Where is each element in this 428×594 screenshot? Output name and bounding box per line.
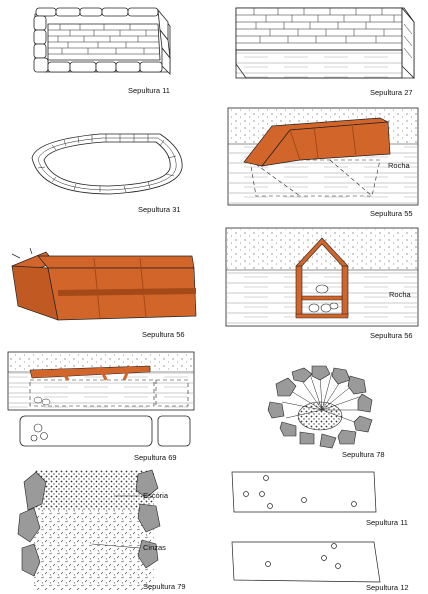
grave-11-stone-cist [33, 7, 171, 75]
grave-78-stone-ring-cremation [267, 365, 373, 449]
caption-sepultura-79: Sepultura 79 [143, 582, 186, 591]
caption-sepultura-11: Sepultura 11 [128, 86, 170, 95]
caption-sepultura-27: Sepultura 27 [370, 88, 413, 97]
grave-69-section-and-plan [7, 351, 195, 447]
caption-sepultura-78: Sepultura 78 [342, 450, 385, 459]
grave-79-slag-ash-section [17, 469, 161, 590]
label-rocha-55: Rocha [388, 161, 410, 170]
grave-55-section-tile-roof [227, 107, 419, 206]
grave-56-tile-box-perspective [11, 247, 197, 321]
caption-sepultura-56-section: Sepultura 56 [370, 331, 413, 340]
grave-11-plan [231, 471, 377, 513]
label-rocha-56: Rocha [389, 290, 411, 299]
caption-sepultura-69: Sepultura 69 [134, 453, 177, 462]
caption-sepultura-12: Sepultura 12 [366, 583, 409, 592]
caption-sepultura-11-plan: Sepultura 11 [366, 518, 408, 527]
caption-sepultura-31: Sepultura 31 [138, 205, 181, 214]
caption-sepultura-55: Sepultura 55 [370, 209, 413, 218]
grave-12-plan [231, 541, 381, 583]
caption-sepultura-56: Sepultura 56 [142, 330, 185, 339]
grave-56-section-gable [225, 227, 419, 327]
label-cinzas: Cinzas [143, 543, 166, 552]
grave-27-brick-box [235, 6, 415, 79]
grave-31-oval-brick-ring [31, 133, 183, 195]
label-escoria: Escória [143, 491, 169, 500]
